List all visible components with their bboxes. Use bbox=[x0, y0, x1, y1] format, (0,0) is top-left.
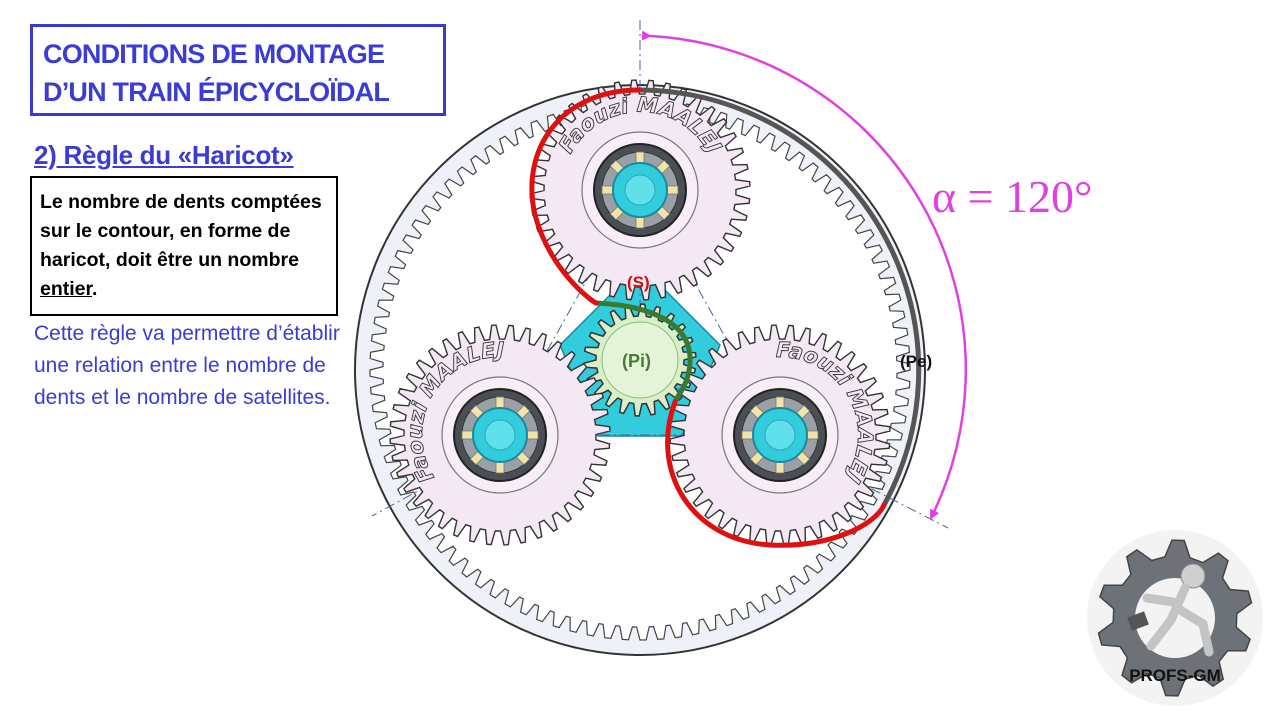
ring-label: (Pe) bbox=[900, 352, 932, 371]
rule-emphasis: entier bbox=[40, 278, 93, 300]
contour-red-satellite-top bbox=[529, 87, 643, 306]
explanation-text: Cette règle va permettre d’établir une r… bbox=[34, 322, 340, 409]
angle-label: α = 120° bbox=[932, 171, 1092, 222]
rule-text: Le nombre de dents comptées sur le conto… bbox=[40, 191, 322, 271]
profs-gm-logo: PROFS-GM bbox=[1087, 530, 1263, 706]
section-title: 2) Règle du «Haricot» bbox=[34, 140, 294, 170]
rule-box: Le nombre de dents comptées sur le conto… bbox=[30, 176, 338, 316]
title-line-1: CONDITIONS DE MONTAGE bbox=[43, 39, 385, 69]
rule-end: . bbox=[92, 278, 98, 300]
satellite-left: Faouzi MAALEJ bbox=[389, 324, 611, 546]
title-line-2: D’UN TRAIN ÉPICYCLOÏDAL bbox=[43, 77, 390, 107]
satellite-label: (S) bbox=[627, 273, 650, 292]
title-box: CONDITIONS DE MONTAGE D’UN TRAIN ÉPICYCL… bbox=[30, 24, 446, 116]
sun-label: (Pi) bbox=[622, 351, 651, 371]
logo-text: PROFS-GM bbox=[1129, 666, 1221, 685]
angle-arrow bbox=[641, 30, 968, 520]
